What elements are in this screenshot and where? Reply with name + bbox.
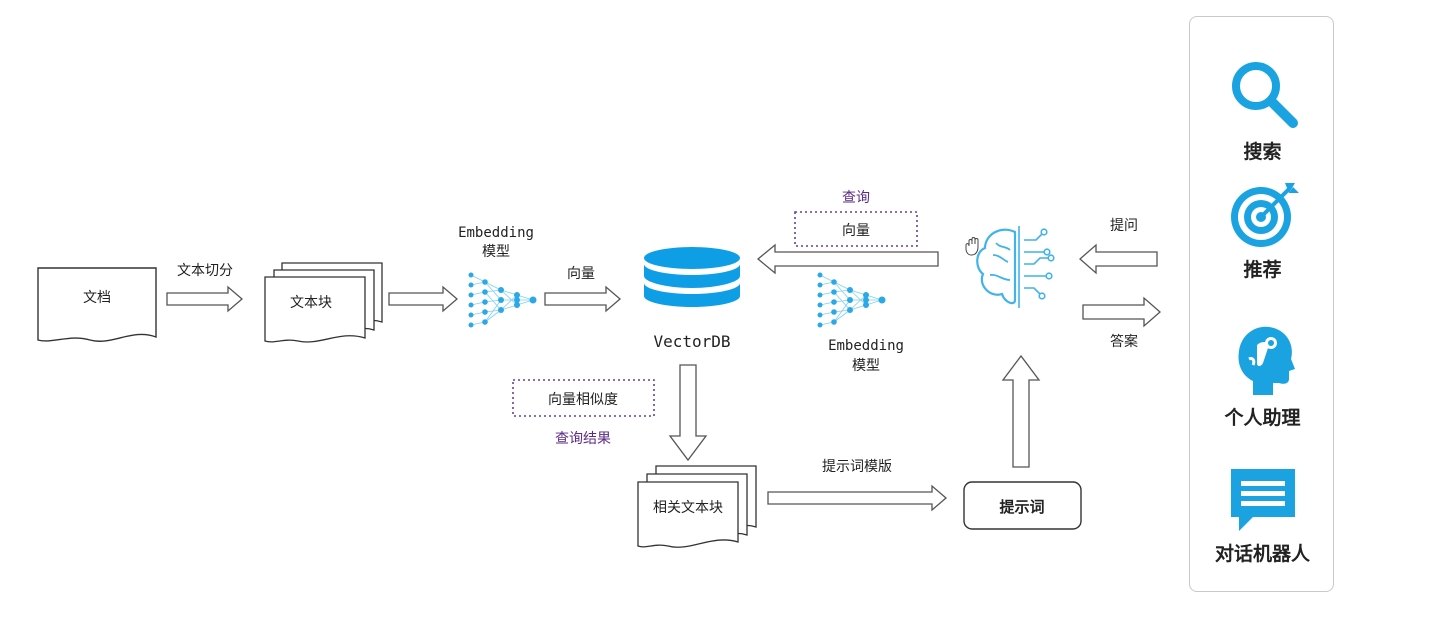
split-arrow: 文本切分 xyxy=(166,263,243,313)
related-chunks-node: 相关文本块 xyxy=(637,465,757,548)
ask-arrow: 提问 xyxy=(1079,218,1158,275)
hand-cursor-icon xyxy=(965,237,979,256)
related-chunks-label: 相关文本块 xyxy=(653,500,723,516)
sidebar-item-assistant[interactable]: 个人助理 xyxy=(1190,319,1335,430)
embedding-model-1: Embedding 模型 xyxy=(458,225,537,328)
template-arrow: 提示词模版 xyxy=(767,459,947,512)
vector-label: 向量 xyxy=(567,266,595,282)
embedding-1-en: Embedding xyxy=(458,225,534,241)
chunks-node: 文本块 xyxy=(264,262,383,343)
query-result-label: 查询结果 xyxy=(555,431,611,447)
prompt-to-llm-arrow xyxy=(1001,354,1041,468)
answer-arrow: 答案 xyxy=(1082,296,1161,350)
database-icon xyxy=(644,247,740,307)
query-label: 查询 xyxy=(842,190,870,206)
query-vector-label: 向量 xyxy=(842,223,870,239)
similarity-arrow: 向量相似度 查询结果 xyxy=(512,364,708,462)
template-label: 提示词模版 xyxy=(822,459,892,475)
sidebar-label-chatbot: 对话机器人 xyxy=(1214,543,1310,565)
sidebar-item-chatbot[interactable]: 对话机器人 xyxy=(1190,465,1335,566)
chat-icon xyxy=(1230,469,1295,531)
search-icon xyxy=(1231,62,1298,128)
sidebar-item-recommend[interactable]: 推荐 xyxy=(1190,179,1335,282)
prompt-node: 提示词 xyxy=(963,481,1082,530)
document-node: 文档 xyxy=(37,267,157,342)
sidebar-item-search[interactable]: 搜索 xyxy=(1190,53,1335,164)
ask-label: 提问 xyxy=(1110,218,1138,234)
target-icon xyxy=(1230,183,1299,247)
split-label: 文本切分 xyxy=(177,263,233,279)
sidebar-label-assistant: 个人助理 xyxy=(1224,407,1301,429)
document-label: 文档 xyxy=(83,290,111,306)
prompt-label: 提示词 xyxy=(999,498,1044,516)
answer-label: 答案 xyxy=(1110,333,1138,350)
chunks-label: 文本块 xyxy=(290,295,332,311)
embedding-2-en: Embedding xyxy=(828,338,904,354)
embedding-model-2: Embedding 模型 xyxy=(817,272,904,374)
chunks-to-embedding-arrow xyxy=(388,285,458,313)
vectordb-label: VectorDB xyxy=(653,332,730,351)
head-icon xyxy=(1238,326,1295,395)
vector-arrow: 向量 xyxy=(544,266,621,313)
sidebar-label-recommend: 推荐 xyxy=(1243,259,1282,281)
applications-panel: 搜索 推荐 个人助理 对话机器人 xyxy=(1189,16,1334,592)
sidebar-label-search: 搜索 xyxy=(1243,141,1282,163)
embedding-2-zh: 模型 xyxy=(852,358,880,374)
query-arrow: 查询 向量 xyxy=(756,190,939,275)
embedding-1-zh: 模型 xyxy=(482,244,510,260)
similarity-label: 向量相似度 xyxy=(548,392,618,408)
brain-ai-icon xyxy=(976,226,1055,308)
vectordb-node: VectorDB xyxy=(644,247,740,351)
